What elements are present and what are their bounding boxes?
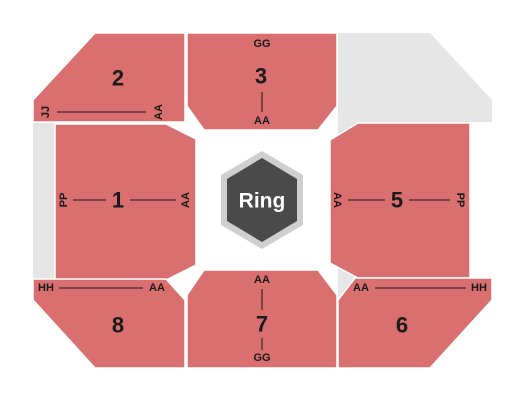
- section-6-row-start: AA: [353, 282, 369, 294]
- section-7[interactable]: [186, 269, 338, 369]
- section-8[interactable]: [32, 278, 186, 369]
- section-2[interactable]: [32, 32, 186, 123]
- section-8-row-start: HH: [38, 282, 54, 294]
- section-5-row-start: AA: [331, 192, 343, 208]
- section-6[interactable]: [337, 277, 493, 369]
- section-3-row-start: GG: [253, 38, 270, 50]
- section-8-number: 8: [112, 313, 124, 338]
- section-7-row-end: GG: [253, 352, 270, 364]
- section-3[interactable]: [186, 32, 338, 131]
- section-8-row-end: AA: [149, 282, 165, 294]
- walkway-left: [33, 122, 55, 280]
- section-6-row-end: HH: [471, 282, 487, 294]
- ring[interactable]: Ring: [221, 151, 303, 249]
- section-1[interactable]: [54, 123, 197, 281]
- section-7-number: 7: [256, 312, 268, 337]
- ring-center: [227, 158, 297, 242]
- section-3-row-end: AA: [254, 115, 270, 127]
- section-2-number: 2: [112, 66, 124, 91]
- section-7-row-start: AA: [254, 274, 270, 286]
- section-1-row-start: PP: [58, 193, 70, 208]
- ring-label: Ring: [239, 190, 286, 213]
- section-2-row-start: JJ: [40, 106, 52, 118]
- section-5-number: 5: [391, 188, 403, 213]
- section-6-number: 6: [396, 313, 408, 338]
- section-1-row-end: AA: [180, 192, 192, 208]
- section-3-number: 3: [255, 64, 267, 89]
- section-1-number: 1: [112, 188, 124, 213]
- section-2-row-end: AA: [153, 104, 165, 120]
- section-5-row-end: PP: [454, 193, 466, 208]
